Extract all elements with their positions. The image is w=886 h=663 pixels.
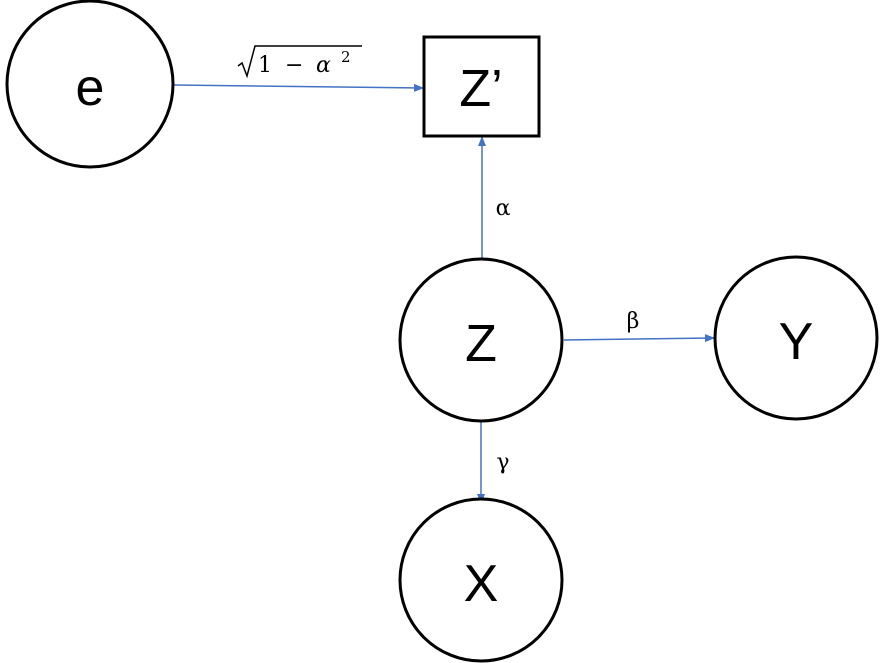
node-y-label: Y (779, 313, 814, 371)
node-x-label: X (464, 555, 499, 613)
edge-label-e-to-zprime: 1 − α 2 (237, 45, 362, 79)
node-z: Z (398, 257, 564, 423)
node-e: e (5, 0, 175, 169)
edge-label-alpha: α (496, 196, 511, 221)
node-z-label: Z (465, 315, 497, 373)
sqrt-term-one: 1 (258, 53, 272, 78)
sqrt-term-alpha: α (316, 53, 331, 78)
sqrt-term-power: 2 (341, 48, 351, 66)
edge-label-gamma: γ (496, 450, 509, 475)
node-x: X (398, 497, 564, 663)
node-z-prime-label: Z’ (459, 60, 502, 118)
edge-z-to-y (563, 334, 715, 343)
sqrt-term-minus: − (285, 53, 303, 78)
node-e-label: e (76, 59, 105, 117)
edge-e-to-zprime (173, 83, 424, 92)
node-z-prime: Z’ (422, 35, 541, 138)
node-y: Y (713, 255, 879, 421)
sqrt-radical-icon (237, 45, 362, 79)
edge-label-beta: β (627, 309, 640, 334)
